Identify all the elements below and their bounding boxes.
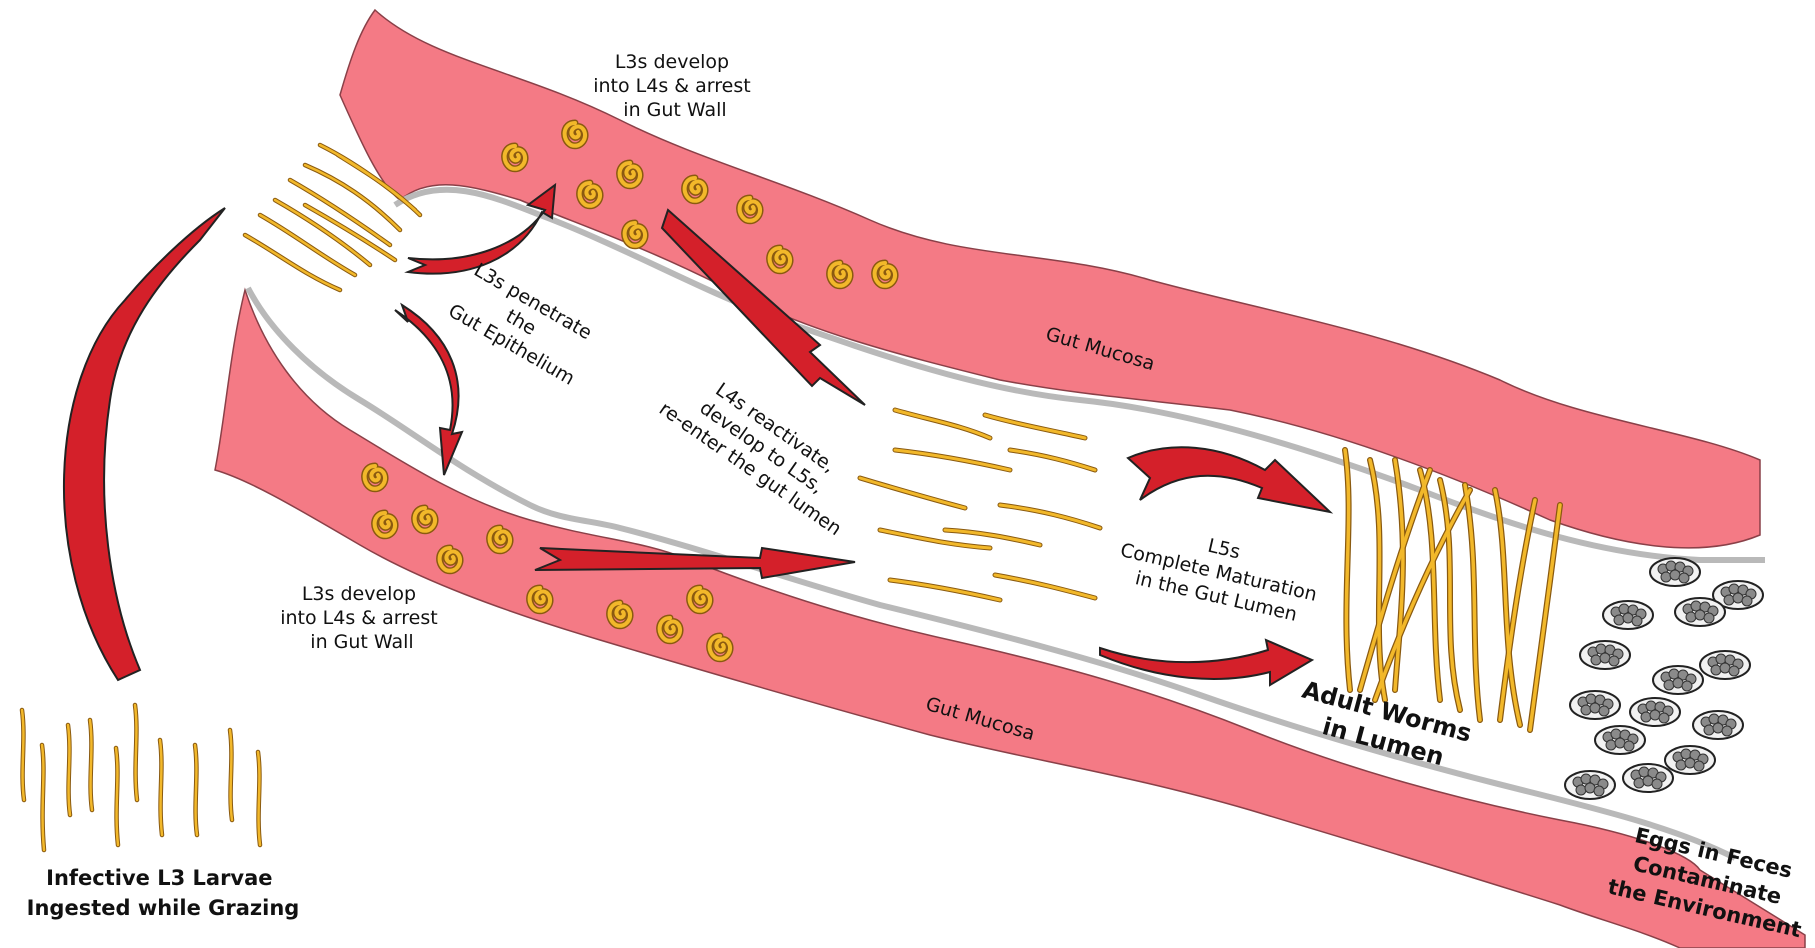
label-lower-wall-arrest: L3s develop into L4s & arrest in Gut Wal… [280, 583, 444, 653]
arrow-ingestion [64, 208, 225, 680]
arrow-lower-maturation [1100, 640, 1312, 685]
l5-larvae-in-lumen [860, 410, 1100, 600]
pasture-l3-larvae [22, 705, 260, 850]
upper-gut-mucosa [340, 10, 1760, 548]
label-penetrate: L3s penetrate the Gut Epithelium [445, 258, 603, 390]
label-maturation: L5s Complete Maturation in the Gut Lumen [1113, 516, 1330, 631]
label-infective: Infective L3 Larvae Ingested while Grazi… [27, 866, 300, 920]
arrow-upper-maturation [1128, 447, 1330, 512]
arrow-lower-penetrate [395, 305, 462, 475]
eggs-in-feces [1565, 558, 1763, 799]
label-upper-wall-arrest: L3s develop into L4s & arrest in Gut Wal… [593, 51, 757, 121]
